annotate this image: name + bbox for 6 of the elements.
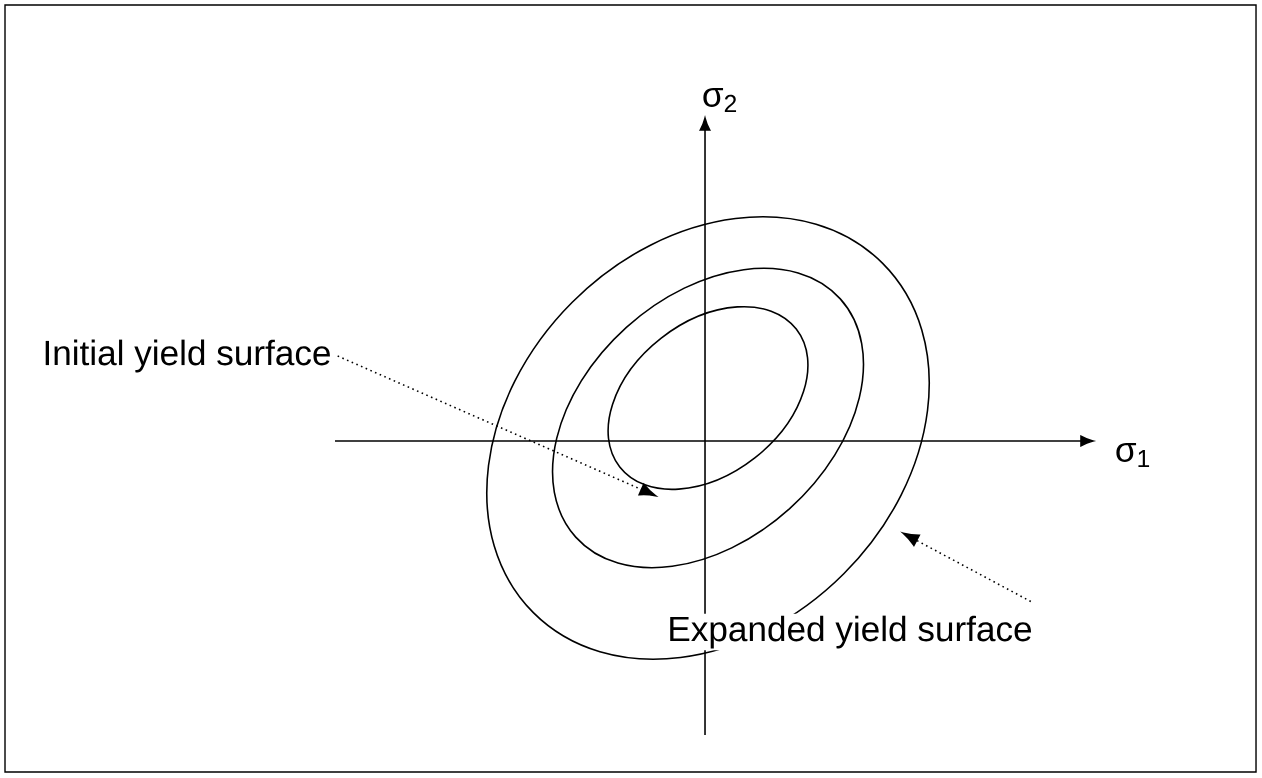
axis-label: σ$_{2}$ xyxy=(703,87,737,112)
callout-text: Expanded yield surface xyxy=(665,613,1035,651)
axis-label: σ$_{1}$ xyxy=(1116,443,1150,467)
leader-arrow xyxy=(902,532,1032,603)
leader-arrow xyxy=(336,355,657,497)
callout-text: Initial yield surface xyxy=(40,337,334,375)
